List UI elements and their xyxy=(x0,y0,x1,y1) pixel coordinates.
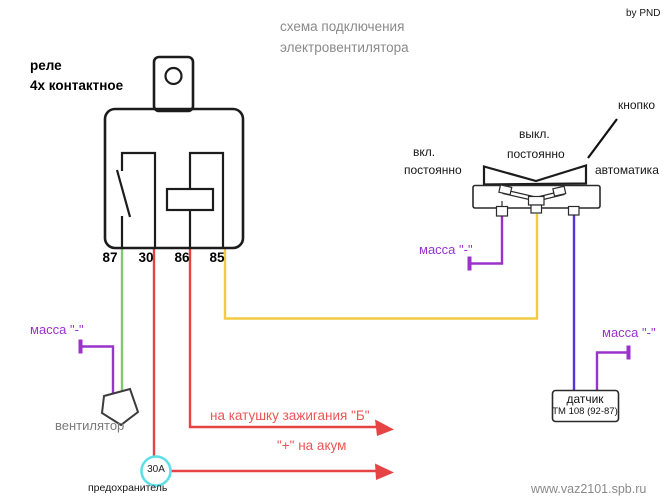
relay-label-line2: 4х контактное xyxy=(30,78,124,93)
sensor-ground-icon xyxy=(626,345,631,360)
diagram-title-line2: электровентилятора xyxy=(280,40,409,55)
switch-mode-left-line2: постоянно xyxy=(404,163,462,177)
rocker-switch-knob xyxy=(482,164,588,186)
ground-label-switch: масса "-" xyxy=(419,242,473,257)
switch-mode-center-line2: постоянно xyxy=(507,147,565,161)
arrow-to-battery-icon xyxy=(375,463,394,480)
credit: by PND xyxy=(626,8,661,19)
website-watermark: www.vaz2101.spb.ru xyxy=(531,482,647,496)
relay-body xyxy=(103,107,245,250)
wire-86-to-coil-red xyxy=(188,248,377,429)
wire-85-to-switch-yellow xyxy=(223,214,539,320)
fuse-label: предохранитель xyxy=(88,482,168,494)
ground-label-fan: масса "-" xyxy=(30,322,84,337)
switch-contact-left-cap xyxy=(498,184,513,196)
fan-ground-icon xyxy=(78,339,83,354)
relay-pin-85: 85 xyxy=(209,250,225,265)
fan-ground-wire-purple xyxy=(82,345,115,393)
fan-label: вентилятор xyxy=(55,418,125,433)
arrow-to-coil-icon xyxy=(375,419,394,436)
button-pointer-line xyxy=(587,118,618,159)
fan-symbol xyxy=(100,387,140,427)
sensor-model: ТМ 108 (92-87) xyxy=(552,406,618,417)
sensor-ground-wire-purple xyxy=(595,351,627,390)
switch-center-terminal xyxy=(527,195,545,206)
sensor-name: датчик xyxy=(566,392,604,406)
relay-contact-symbol xyxy=(115,151,157,248)
switch-contact-right-cap xyxy=(552,185,567,197)
switch-ground-icon xyxy=(467,256,472,271)
fuse-circle xyxy=(140,455,172,487)
switch-mode-right: автоматика xyxy=(595,163,659,177)
to-battery-label: "+" на акум xyxy=(277,438,347,453)
fuse-rating: 30А xyxy=(147,464,165,475)
switch-right-terminal xyxy=(567,205,580,216)
switch-button-label: кнопко xyxy=(618,98,656,112)
switch-ground-wire-purple xyxy=(471,215,504,265)
relay-pin-86: 86 xyxy=(174,250,190,265)
relay-pin-87: 87 xyxy=(102,250,118,265)
switch-left-terminal xyxy=(495,205,509,217)
relay-coil-symbol xyxy=(165,187,215,212)
switch-mode-center-line1: выкл. xyxy=(519,127,550,141)
relay-pin-30: 30 xyxy=(138,250,154,265)
relay-label-line1: реле xyxy=(30,58,62,73)
diagram-title-line1: схема подключения xyxy=(280,19,405,34)
switch-center-terminal-lower xyxy=(530,204,543,214)
relay-mount-hole-icon xyxy=(164,66,183,86)
sensor-box xyxy=(551,389,620,423)
switch-mode-left-line1: вкл. xyxy=(413,145,436,159)
to-ignition-coil-label: на катушку зажигания "Б" xyxy=(210,408,370,423)
ground-label-sensor: масса "-" xyxy=(602,325,656,340)
